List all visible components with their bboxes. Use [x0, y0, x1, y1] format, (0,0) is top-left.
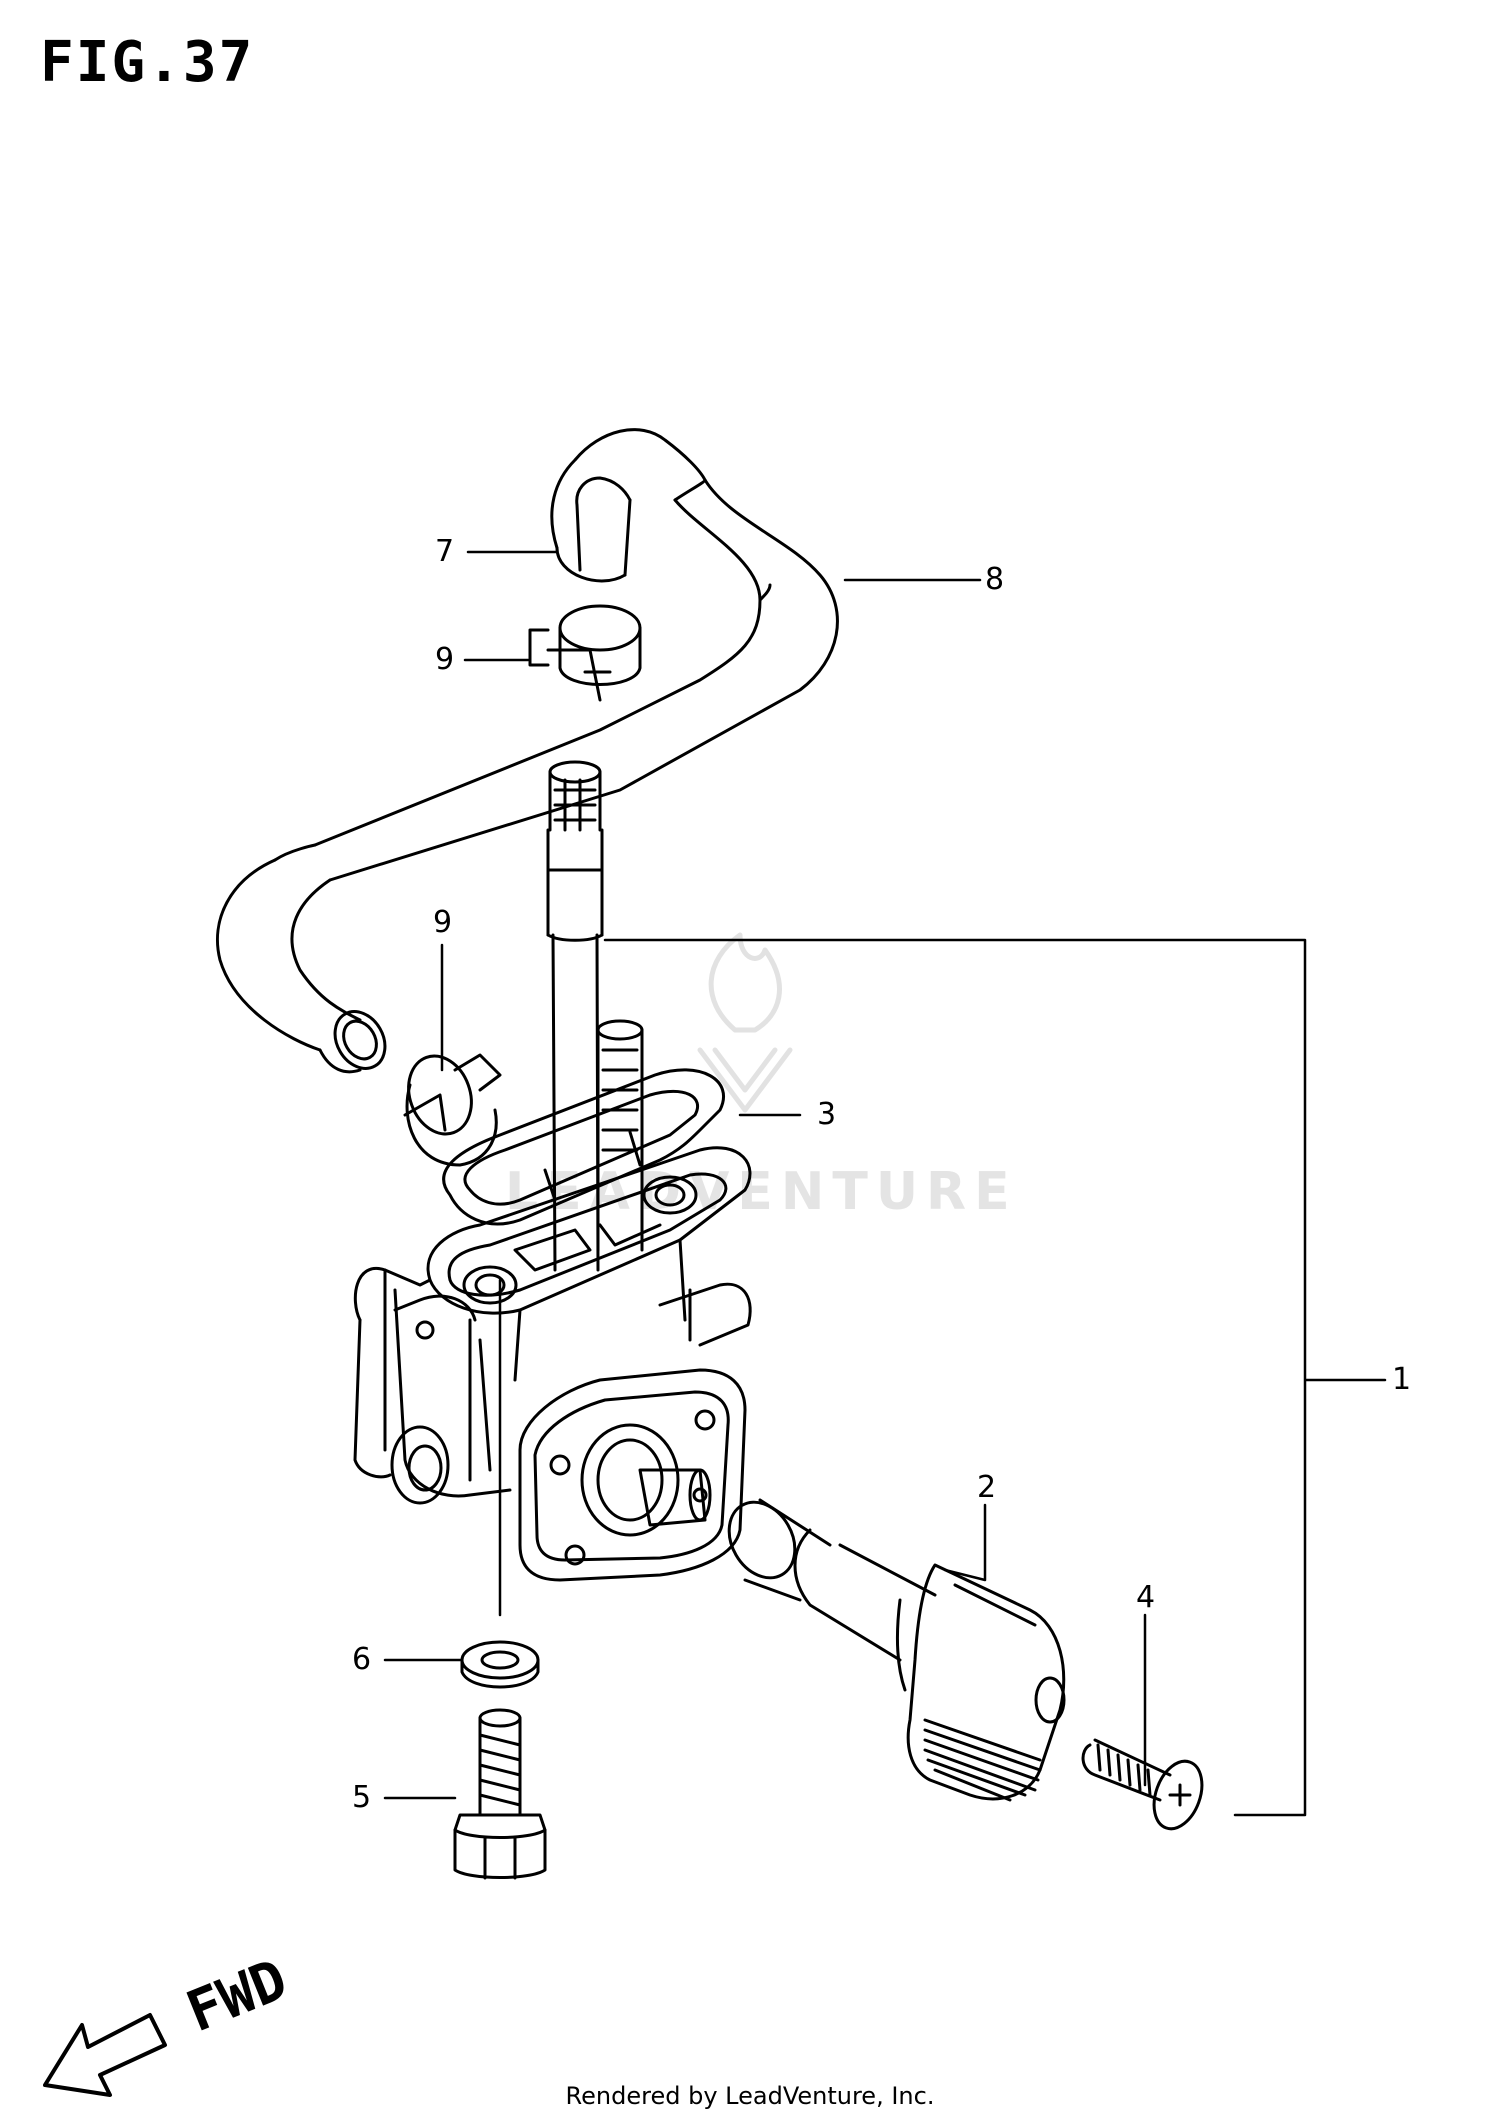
- valve-body: [353, 1146, 752, 1582]
- figure-title: FIG.37: [40, 30, 255, 95]
- footer-credit: Rendered by LeadVenture, Inc.: [565, 2082, 935, 2110]
- callout-2: 2: [977, 1470, 997, 1505]
- screw: [1081, 1738, 1204, 1831]
- valve-lever: [727, 1498, 1066, 1802]
- leader-2: [943, 1503, 987, 1582]
- callout-1: 1: [1392, 1362, 1412, 1397]
- callout-3: 3: [817, 1097, 837, 1132]
- callout-9-upper: 9: [435, 642, 455, 677]
- gasket: [442, 1068, 726, 1226]
- hose-long: [215, 478, 839, 1074]
- strainer-pipe: [546, 760, 604, 1272]
- callout-9-lower: 9: [433, 905, 453, 940]
- callout-6: 6: [352, 1642, 372, 1677]
- hose-clamp-upper: [528, 604, 642, 702]
- fwd-arrow-icon: [43, 2013, 167, 2097]
- flame-logo-icon: [697, 932, 793, 1113]
- hose-short: [550, 428, 707, 583]
- callout-5: 5: [352, 1780, 372, 1815]
- washer: [460, 1640, 540, 1689]
- leader-1: [603, 938, 1387, 1817]
- callout-4: 4: [1136, 1580, 1156, 1615]
- leader-lines: [383, 550, 1387, 1817]
- callout-8: 8: [985, 562, 1005, 597]
- bolt: [453, 1708, 547, 1880]
- callout-7: 7: [435, 534, 455, 569]
- hose-clamp-lower: [403, 1053, 502, 1167]
- reserve-strainer: [596, 1019, 644, 1252]
